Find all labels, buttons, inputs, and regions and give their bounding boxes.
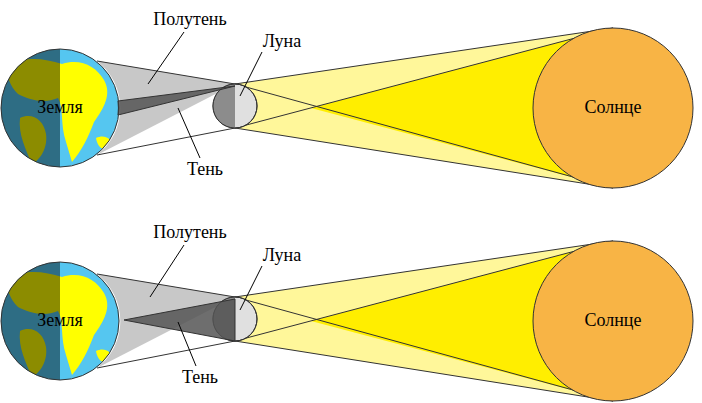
penumbra-label: Полутень (153, 10, 226, 30)
earth-circle: Земля (1, 49, 119, 167)
body-label: Солнце (584, 98, 641, 118)
body-label: Земля (37, 98, 83, 118)
moon-label: Луна (263, 32, 301, 52)
sun-circle: Солнце (533, 28, 693, 188)
penumbra-label: Полутень (153, 223, 226, 243)
earth-circle: Земля (1, 262, 119, 380)
body-label: Земля (37, 311, 83, 331)
umbra-label: Тень (187, 160, 223, 180)
body-label: Солнце (584, 311, 641, 331)
sun-circle: Солнце (533, 241, 693, 401)
umbra-label: Тень (182, 368, 218, 388)
moon-label: Луна (263, 246, 301, 266)
